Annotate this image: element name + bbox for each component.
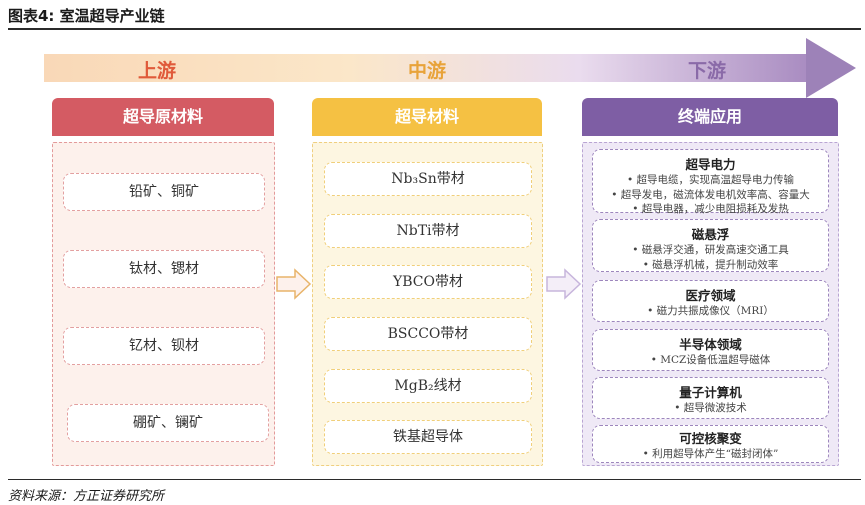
flow-arrow-right-icon <box>276 268 312 300</box>
superconducting-material-item: YBCO带材 <box>324 265 532 299</box>
figure-title: 图表4: 室温超导产业链 <box>8 7 165 25</box>
raw-materials-header: 超导原材料 <box>52 98 274 136</box>
application-group-line: • 磁悬浮交通，研发高速交通工具 <box>632 244 789 256</box>
superconducting-materials-header: 超导材料 <box>312 98 542 136</box>
superconducting-material-item: BSCCO带材 <box>324 317 532 351</box>
applications-header: 终端应用 <box>582 98 838 136</box>
application-group-line: • 超导微波技术 <box>674 402 747 414</box>
application-group-line: • MCZ设备低温超导磁体 <box>650 354 771 366</box>
raw-material-item: 钇材、钡材 <box>63 327 265 365</box>
top-divider <box>8 28 861 30</box>
application-group: 医疗领域 • 磁力共振成像仪（MRI） <box>592 280 829 322</box>
flow-arrow-band <box>44 54 808 82</box>
application-group-line: • 磁力共振成像仪（MRI） <box>647 305 774 317</box>
superconducting-material-item: 铁基超导体 <box>324 420 532 454</box>
application-group: 超导电力 • 超导电缆，实现高温超导电力传输 • 超导发电，磁流体发电机效率高、… <box>592 149 829 215</box>
application-group-line: • 超导电器，减少电阻损耗及发热 <box>632 203 789 215</box>
flow-arrow-head <box>806 38 856 98</box>
source-note: 资料来源：方正证券研究所 <box>8 489 165 504</box>
application-group-title: 量子计算机 <box>679 385 742 400</box>
application-group-title: 医疗领域 <box>685 288 736 303</box>
bottom-divider <box>8 479 861 480</box>
superconducting-material-item: Nb₃Sn带材 <box>324 162 532 196</box>
raw-material-item: 钛材、锶材 <box>63 250 265 288</box>
flow-arrow-right-icon <box>546 268 582 300</box>
superconducting-material-item: MgB₂线材 <box>324 369 532 403</box>
stage-midstream: 中游 <box>408 60 447 82</box>
application-group-title: 可控核聚变 <box>679 431 742 446</box>
stage-upstream: 上游 <box>138 60 177 82</box>
application-group: 量子计算机 • 超导微波技术 <box>592 377 829 419</box>
application-group-line: • 超导电缆，实现高温超导电力传输 <box>626 174 795 186</box>
superconducting-materials-panel <box>312 142 543 466</box>
superconducting-material-item: NbTi带材 <box>324 214 532 248</box>
raw-material-item: 铅矿、铜矿 <box>63 173 265 211</box>
application-group: 半导体领域 • MCZ设备低温超导磁体 <box>592 329 829 371</box>
application-group: 可控核聚变 • 利用超导体产生“磁封闭体” <box>592 425 829 463</box>
stage-downstream: 下游 <box>688 60 727 82</box>
application-group-line: • 磁悬浮机械，提升制动效率 <box>642 258 779 271</box>
application-group-title: 磁悬浮 <box>691 227 730 242</box>
raw-material-item: 硼矿、镧矿 <box>67 404 269 442</box>
application-group-title: 超导电力 <box>685 157 736 172</box>
application-group: 磁悬浮 • 磁悬浮交通，研发高速交通工具 • 磁悬浮机械，提升制动效率 <box>592 219 829 272</box>
application-group-title: 半导体领域 <box>679 337 742 352</box>
application-group-line: • 超导发电，磁流体发电机效率高、容量大 <box>611 188 810 201</box>
application-group-line: • 利用超导体产生“磁封闭体” <box>642 448 779 460</box>
